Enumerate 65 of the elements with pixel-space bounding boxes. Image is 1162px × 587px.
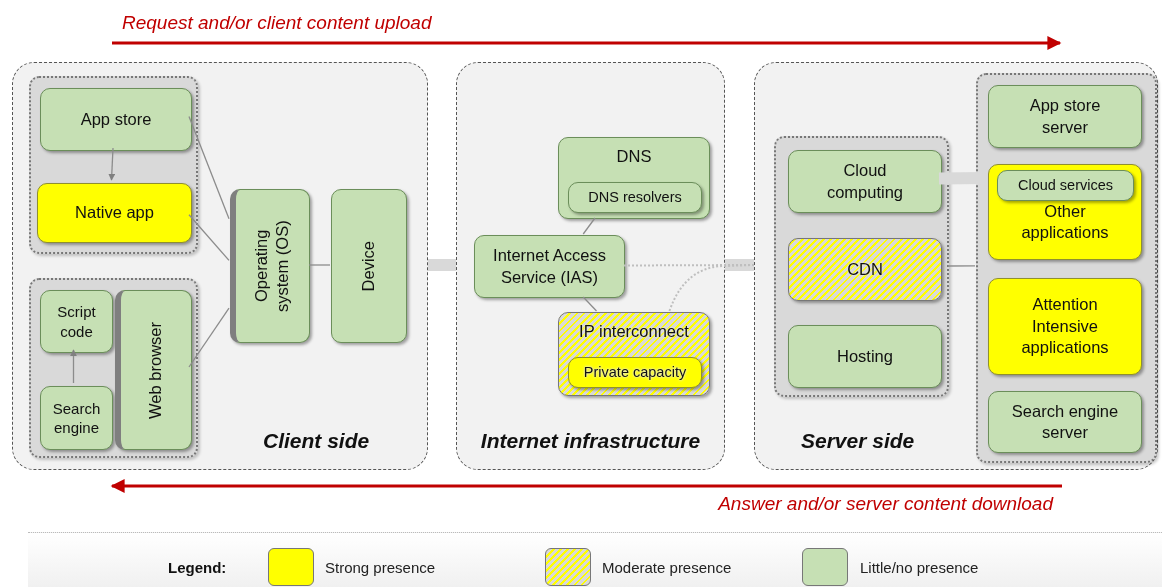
node-label: Attention Intensive applications <box>1020 294 1110 359</box>
node-label: Device <box>358 240 379 292</box>
process-box <box>788 325 942 388</box>
connector <box>188 307 230 368</box>
connector <box>70 349 77 384</box>
legend-title: Legend: <box>168 559 227 576</box>
node-label: Search engine <box>51 398 102 438</box>
connector <box>188 214 230 262</box>
legend-label: Moderate presence <box>602 559 732 576</box>
process-box <box>331 189 407 343</box>
flow-label: Request and/or client content upload <box>122 12 432 34</box>
node-label: Hosting <box>837 345 893 367</box>
process-box <box>997 170 1134 201</box>
node-label: Other applications <box>1020 201 1110 244</box>
connector <box>582 217 596 235</box>
node-label: Cloud computing <box>825 160 905 203</box>
region-panel <box>456 62 725 470</box>
process-box <box>40 290 113 353</box>
region-panel <box>754 62 1158 470</box>
connector <box>725 259 754 271</box>
process-box <box>40 386 113 450</box>
legend-label: Strong presence <box>325 559 436 576</box>
node-label: DNS resolvers <box>588 188 682 207</box>
group-box <box>29 278 198 458</box>
process-box <box>788 238 942 301</box>
node-label: Internet Access Service (IAS) <box>492 245 607 288</box>
flow-label: Answer and/or server content download <box>718 493 1053 515</box>
connector <box>108 147 116 181</box>
group-box <box>774 136 949 397</box>
connector <box>582 296 598 312</box>
node-label: Web browser <box>145 321 166 419</box>
node-label: Operating system (OS) <box>251 219 293 314</box>
process-box <box>230 189 310 343</box>
process-box <box>558 312 710 396</box>
process-box <box>988 278 1142 375</box>
process-box <box>568 182 702 213</box>
node-label: Cloud services <box>1017 176 1114 195</box>
process-box <box>988 164 1142 260</box>
process-box <box>474 235 625 298</box>
process-box <box>37 183 192 243</box>
node-label: Search engine server <box>1010 400 1120 443</box>
panel-heading: Server side <box>801 429 915 453</box>
group-box <box>976 73 1157 463</box>
node-label: Script code <box>56 302 97 341</box>
connector <box>188 115 230 220</box>
node-label: App store <box>80 108 152 130</box>
connector <box>428 259 456 271</box>
process-box <box>568 357 702 388</box>
panel-heading: Internet infrastructure <box>479 429 702 453</box>
panel-heading: Client side <box>263 429 370 453</box>
node-label: DNS <box>616 146 652 167</box>
process-box <box>788 150 942 213</box>
connector <box>308 264 331 266</box>
process-box <box>988 391 1142 453</box>
legend-label: Little/no presence <box>860 559 979 576</box>
connector <box>947 265 976 267</box>
group-box <box>29 76 198 254</box>
process-box <box>115 290 192 450</box>
region-panel <box>12 62 428 470</box>
node-label: App store server <box>1028 95 1102 138</box>
process-box <box>40 88 192 151</box>
node-label: Native app <box>75 202 154 224</box>
process-box <box>558 137 710 219</box>
node-label: Private capacity <box>583 363 687 382</box>
process-box <box>988 85 1142 148</box>
